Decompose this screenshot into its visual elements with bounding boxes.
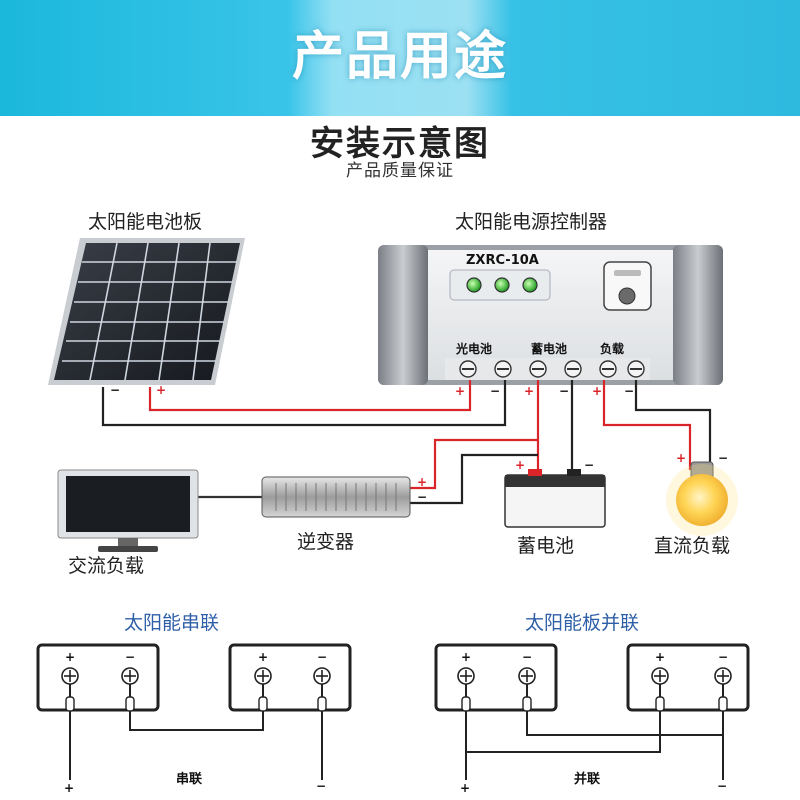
battery-plus-sign: +	[515, 458, 526, 472]
series-out-minus: −	[316, 779, 327, 793]
parallel-label: 并联	[574, 772, 601, 787]
terminal-pv-label: 光电池	[456, 342, 493, 356]
series-panel2-minus: −	[317, 650, 328, 664]
series-label: 串联	[176, 772, 203, 787]
led-3-icon	[522, 277, 538, 293]
series-panel1-minus: −	[125, 650, 136, 664]
inverter-minus-sign: −	[417, 490, 428, 504]
series-panel1-plus: +	[65, 650, 76, 664]
controller-icon	[378, 245, 723, 385]
pv-minus-sign: −	[490, 384, 501, 398]
inverter-plus-sign: +	[417, 475, 428, 489]
parallel-title: 太阳能板并联	[525, 612, 640, 634]
pv-plus-sign: +	[455, 384, 466, 398]
page-subtitle: 产品质量保证	[346, 161, 454, 181]
parallel-panel2-minus: −	[718, 650, 729, 664]
load-term-minus-sign: −	[624, 384, 635, 398]
banner-title: 产品用途	[291, 27, 508, 87]
load-term-plus-sign: +	[592, 384, 603, 398]
solar-panel-label: 太阳能电池板	[88, 211, 203, 233]
bat-term-minus-sign: −	[559, 384, 570, 398]
light-bulb-icon	[666, 461, 738, 536]
bulb-minus-sign: −	[718, 451, 729, 465]
led-2-icon	[494, 277, 510, 293]
controller-label: 太阳能电源控制器	[455, 211, 608, 233]
parallel-panel1-minus: −	[522, 650, 533, 664]
inverter-icon	[261, 476, 411, 518]
terminal-load-label: 负载	[600, 342, 625, 356]
banner-highlight	[288, 0, 512, 116]
monitor-icon	[57, 469, 199, 552]
solar-panel-icon	[48, 238, 245, 385]
inverter-label: 逆变器	[297, 531, 355, 553]
battery-label: 蓄电池	[517, 535, 575, 557]
parallel-panel2-plus: +	[655, 650, 666, 664]
series-panel2-plus: +	[258, 650, 269, 664]
terminal-battery-label: 蓄电池	[531, 342, 568, 356]
parallel-out-minus: −	[717, 779, 728, 793]
series-title: 太阳能串联	[124, 612, 220, 634]
controller-model: ZXRC-10A	[466, 253, 539, 268]
parallel-panel1-plus: +	[461, 650, 472, 664]
battery-icon	[504, 469, 606, 528]
dc-load-label: 直流负载	[654, 535, 731, 557]
parallel-out-plus: +	[460, 781, 471, 795]
bat-term-plus-sign: +	[524, 384, 535, 398]
series-out-plus: +	[64, 781, 75, 795]
top-banner: 产品用途	[0, 0, 800, 116]
ac-load-label: 交流负载	[68, 555, 145, 577]
panel-minus-sign: −	[110, 383, 121, 397]
page-title: 安装示意图	[310, 124, 490, 164]
led-1-icon	[466, 277, 482, 293]
panel-plus-sign: +	[156, 383, 167, 397]
battery-minus-sign: −	[584, 458, 595, 472]
bulb-plus-sign: +	[676, 451, 687, 465]
controller-button-icon	[618, 287, 636, 305]
